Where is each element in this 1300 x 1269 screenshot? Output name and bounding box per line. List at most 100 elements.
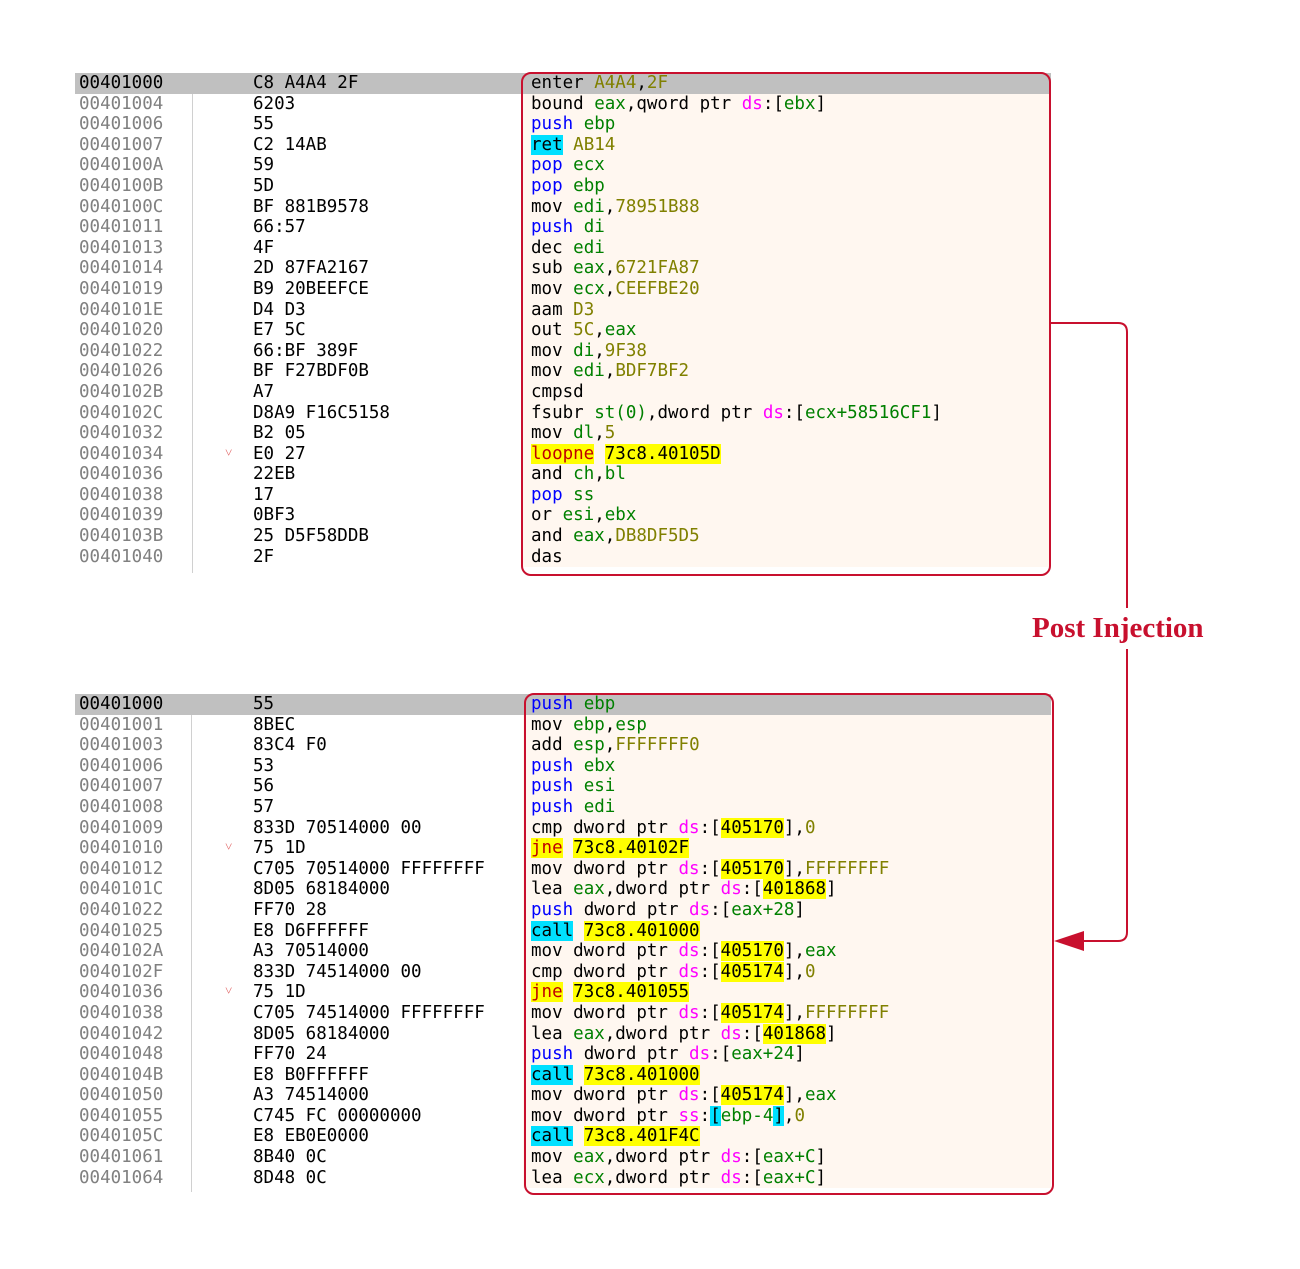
address-cell: 0040102F (79, 961, 164, 982)
instruction-token: eax (573, 258, 605, 279)
instruction-token: ds (678, 817, 700, 838)
instruction-token: enter (531, 73, 595, 93)
instruction-token: BDF7BF2 (615, 361, 690, 382)
address-cell: 00401042 (79, 1023, 164, 1044)
bytes-cell: 75 1D (253, 838, 306, 859)
instruction-token: 5C (573, 320, 595, 341)
instruction-token: 9F38 (604, 340, 647, 361)
instruction-token: 73c8.401000 (583, 920, 700, 941)
instruction-cell: push ebp (523, 114, 1051, 135)
instruction-cell: and ch,bl (523, 464, 1051, 485)
instruction-token: FFFFFFF0 (615, 735, 700, 756)
instruction-token: push (531, 899, 584, 920)
instruction-cell: loopne 73c8.40105D (523, 443, 1051, 465)
instruction-token: esp (615, 714, 647, 735)
instruction-token: ] (826, 879, 837, 900)
instruction-token: eax (804, 941, 837, 962)
instruction-token: eax (573, 879, 605, 900)
instruction-token: , (594, 505, 605, 526)
instruction-token: , (594, 423, 605, 444)
instruction-cell: cmpsd (523, 381, 1051, 403)
instruction-cell: and eax,DB8DF5D5 (523, 526, 1051, 547)
bytes-cell: 8BEC (253, 714, 296, 735)
instruction-token: lea (531, 879, 574, 900)
instruction-token: 0 (804, 961, 816, 982)
instruction-token: ], (783, 858, 805, 879)
bytes-cell: 8D48 0C (253, 1167, 327, 1188)
instruction-token: pop (531, 155, 574, 176)
instruction-token: ds (762, 402, 784, 423)
address-cell: 0040105C (79, 1126, 164, 1147)
instruction-token: cmp dword ptr (531, 817, 679, 838)
instruction-token: ds (720, 1167, 742, 1188)
instruction-token: , (604, 258, 616, 279)
instruction-cell: push ebp (523, 694, 1051, 715)
instruction-token: eax (573, 526, 605, 547)
address-cell: 0040101C (79, 879, 164, 900)
instruction-token: :[ (741, 1023, 763, 1044)
instruction-token: , (636, 73, 647, 93)
instruction-token: :[ (783, 402, 805, 423)
instruction-token: 405174 (720, 1002, 784, 1023)
instruction-token: 6721FA87 (615, 258, 700, 279)
instruction-token: esi (583, 776, 616, 797)
instruction-cell: out 5C,eax (523, 320, 1051, 341)
instruction-token: ebp (583, 694, 616, 714)
address-cell: 00401008 (79, 796, 164, 817)
instruction-token: di (573, 340, 595, 361)
instruction-cell: sub eax,6721FA87 (523, 258, 1051, 279)
instruction-cell: call 73c8.401F4C (523, 1126, 1051, 1148)
instruction-token: :[ (699, 817, 721, 838)
